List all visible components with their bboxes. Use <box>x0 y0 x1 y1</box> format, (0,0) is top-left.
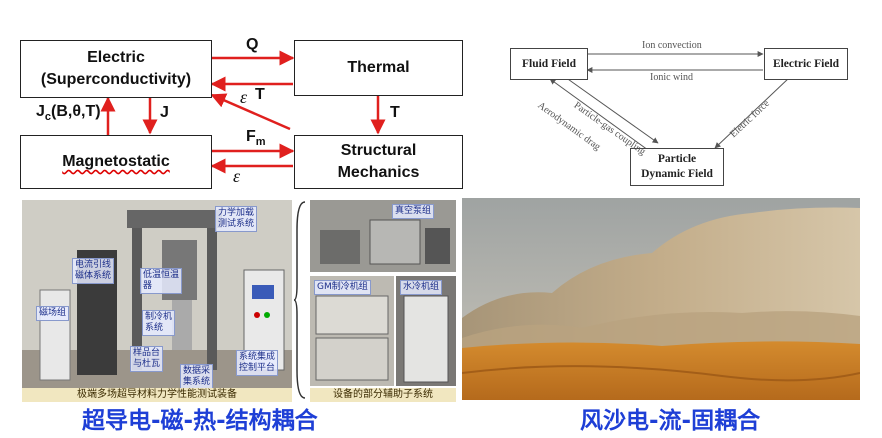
lab-equipment-photo: 电流引线 磁体系统 力学加载 测试系统 低温恒温 器 磁场组 样品台 与杜瓦 系… <box>22 200 292 390</box>
lab-label-daq: 数据采 集系统 <box>180 364 214 390</box>
label-fm-sub: m <box>255 136 266 149</box>
lab-label-cryostat: 低温恒温 器 <box>140 268 183 294</box>
box-thermal-label: Thermal <box>347 59 410 76</box>
arrow-electric-force <box>714 76 791 149</box>
sand-box-particle-label: Particle Dynamic Field <box>641 153 713 180</box>
sand-diagram: Fluid Field Electric Field Particle Dyna… <box>490 30 860 195</box>
sandstorm-drawing <box>462 198 860 400</box>
box-electric-label: Electric (Superconductivity) <box>40 49 192 88</box>
equipment-photo-gm: GM制冷机组 <box>310 276 394 386</box>
lab-label-magnet: 磁场组 <box>36 306 70 321</box>
lab-label-cooler: 制冷机 系统 <box>142 310 176 336</box>
sand-box-fluid: Fluid Field <box>510 48 588 80</box>
arrow-particle-gas <box>564 76 659 144</box>
lab-label-sample: 样品台 与杜瓦 <box>130 346 164 372</box>
label-q: Q <box>246 36 259 53</box>
coupling-arrows <box>100 50 386 174</box>
sand-box-electric-label: Electric Field <box>772 57 840 70</box>
box-thermal: Thermal <box>294 40 463 96</box>
label-ion-convection: Ion convection <box>642 40 702 51</box>
box-structural: Structural Mechanics <box>294 135 463 189</box>
label-epsilon-top: ε <box>240 87 248 107</box>
water-drawing <box>396 276 456 386</box>
lab-label-loading: 力学加载 测试系统 <box>215 206 258 232</box>
sand-box-particle: Particle Dynamic Field <box>630 148 724 186</box>
equipment-photo-vacuum: 真空泵组 <box>310 200 456 272</box>
label-jc: Jc(B,θ,T) <box>36 103 101 123</box>
box-magnetostatic-label: Magnetostatic <box>62 153 170 170</box>
label-jc-args: (B,θ,T) <box>51 103 101 120</box>
box-structural-label: Structural Mechanics <box>337 142 420 181</box>
lab-label-control: 系统集成 控制平台 <box>236 350 279 376</box>
label-j: J <box>160 104 169 121</box>
right-caption: 风沙电-流-固耦合 <box>580 408 761 434</box>
lab-photo-caption: 极端多场超导材料力学性能测试装备 <box>22 388 292 402</box>
equip-photo-caption: 设备的部分辅助子系统 <box>310 388 456 402</box>
label-jc-sub: c <box>44 111 52 124</box>
coupling-diagram: Electric (Superconductivity) Thermal Mag… <box>0 0 470 195</box>
label-fm: Fm <box>246 128 266 148</box>
brace-icon <box>293 201 306 399</box>
label-fm-main: F <box>246 128 256 145</box>
arrow-aero-drag <box>549 78 649 151</box>
sand-box-electric: Electric Field <box>764 48 848 80</box>
equipment-photo-water: 水冷机组 <box>396 276 456 386</box>
label-t-right: T <box>390 104 400 121</box>
sand-arrows <box>549 51 791 151</box>
lab-label-lead: 电流引线 磁体系统 <box>72 258 115 284</box>
label-t-top: T <box>255 86 265 103</box>
sandstorm-photo <box>462 198 860 400</box>
label-jc-main: J <box>36 103 45 120</box>
sand-box-fluid-label: Fluid Field <box>522 57 576 70</box>
box-electric: Electric (Superconductivity) <box>20 40 212 98</box>
equip-label-vacuum: 真空泵组 <box>392 204 435 219</box>
vacuum-drawing <box>310 200 456 272</box>
label-ionic-wind: Ionic wind <box>650 72 694 83</box>
arrow-epsilon-diag <box>210 93 291 131</box>
equip-label-gm: GM制冷机组 <box>314 280 371 295</box>
box-magnetostatic: Magnetostatic <box>20 135 212 189</box>
label-epsilon-bottom: ε <box>233 166 241 186</box>
left-caption: 超导电-磁-热-结构耦合 <box>82 408 318 434</box>
equip-label-water: 水冷机组 <box>400 280 443 295</box>
